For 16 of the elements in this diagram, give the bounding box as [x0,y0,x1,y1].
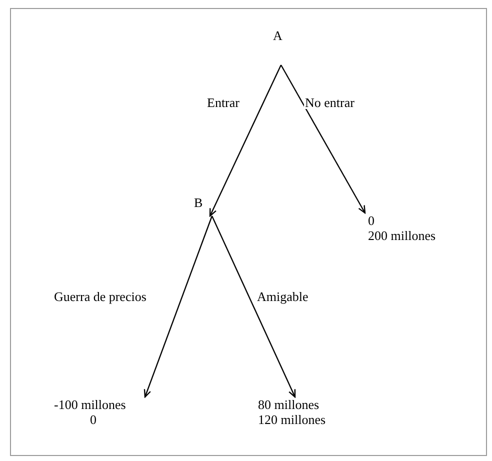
payoff-text: 0 [89,412,96,427]
edge-label: Amigable [256,290,310,303]
payoff-text: 200 millones [367,228,436,243]
arrow [209,64,282,217]
player-label: A [272,28,282,43]
arrow [144,216,213,398]
player-label: B [193,195,203,210]
edge-label: Guerra de precios [53,290,148,303]
arrow [280,64,366,214]
arrow [211,216,296,398]
edge-label: No entrar [304,96,356,109]
payoff-text: 120 millones [257,412,326,427]
payoff-text: -100 millones [53,397,126,412]
payoff-text: 0 [367,213,374,228]
edge-label: Entrar [206,96,240,109]
payoff-text: 80 millones [257,397,320,412]
